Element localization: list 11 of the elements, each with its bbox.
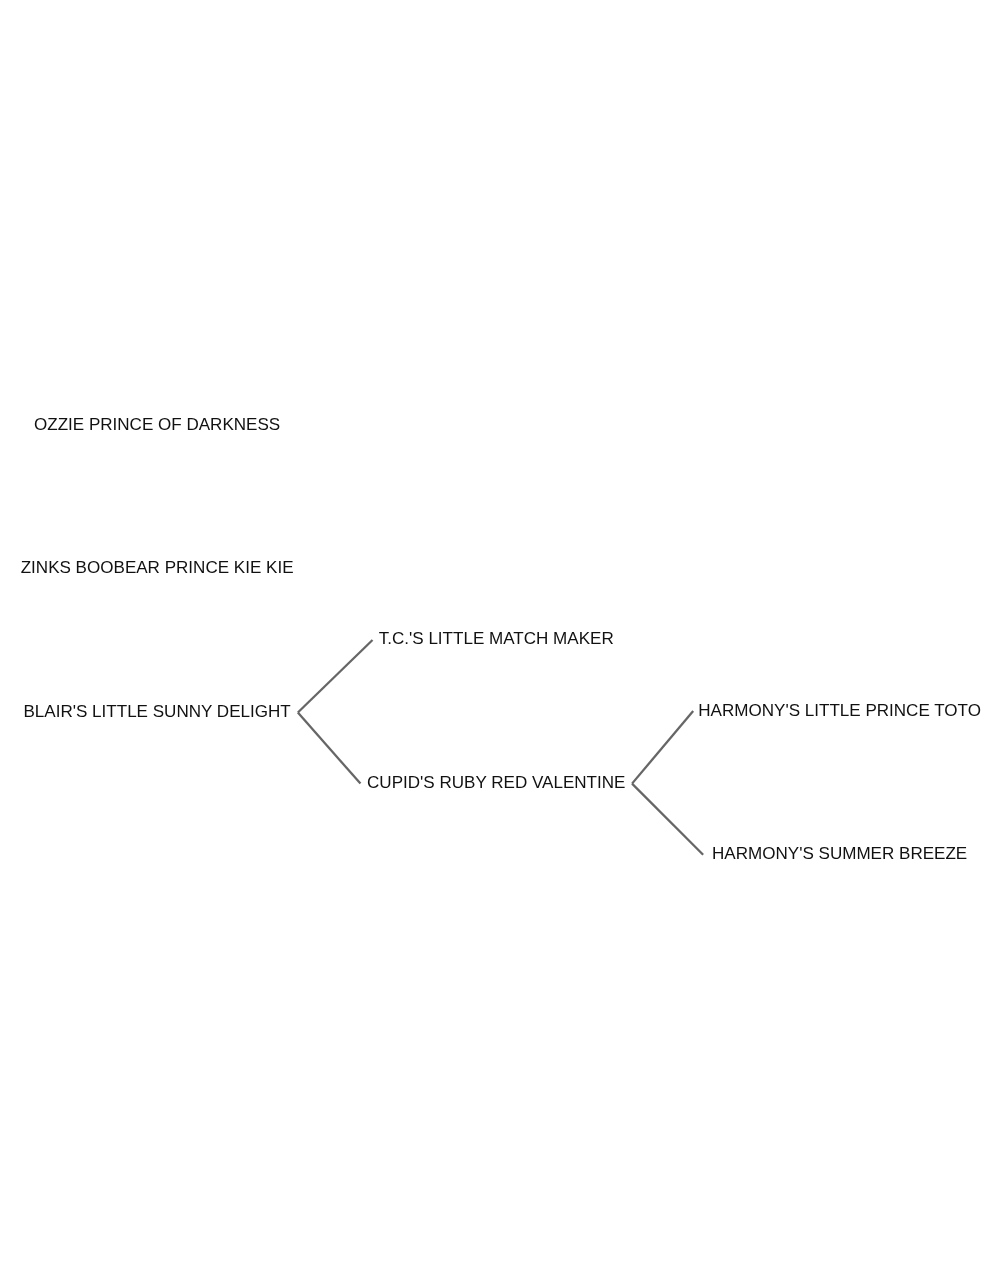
connector: [630, 710, 694, 785]
node-text: BLAIR'S LITTLE SUNNY DELIGHT: [22, 701, 291, 721]
label: OZZIE PRINCE OF DARKNESS: [33, 414, 280, 434]
connector: [630, 782, 704, 856]
node-text: HARMONY'S SUMMER BREEZE: [711, 844, 967, 864]
connector: [296, 711, 361, 785]
node-text: T.C.'S LITTLE MATCH MAKER: [378, 629, 614, 649]
label: ZINKS BOOBEAR PRINCE KIE KIE: [20, 558, 294, 578]
connector: [296, 639, 373, 714]
node-text: CUPID'S RUBY RED VALENTINE: [366, 773, 625, 793]
node-text: HARMONY'S LITTLE PRINCE TOTO: [697, 700, 981, 720]
